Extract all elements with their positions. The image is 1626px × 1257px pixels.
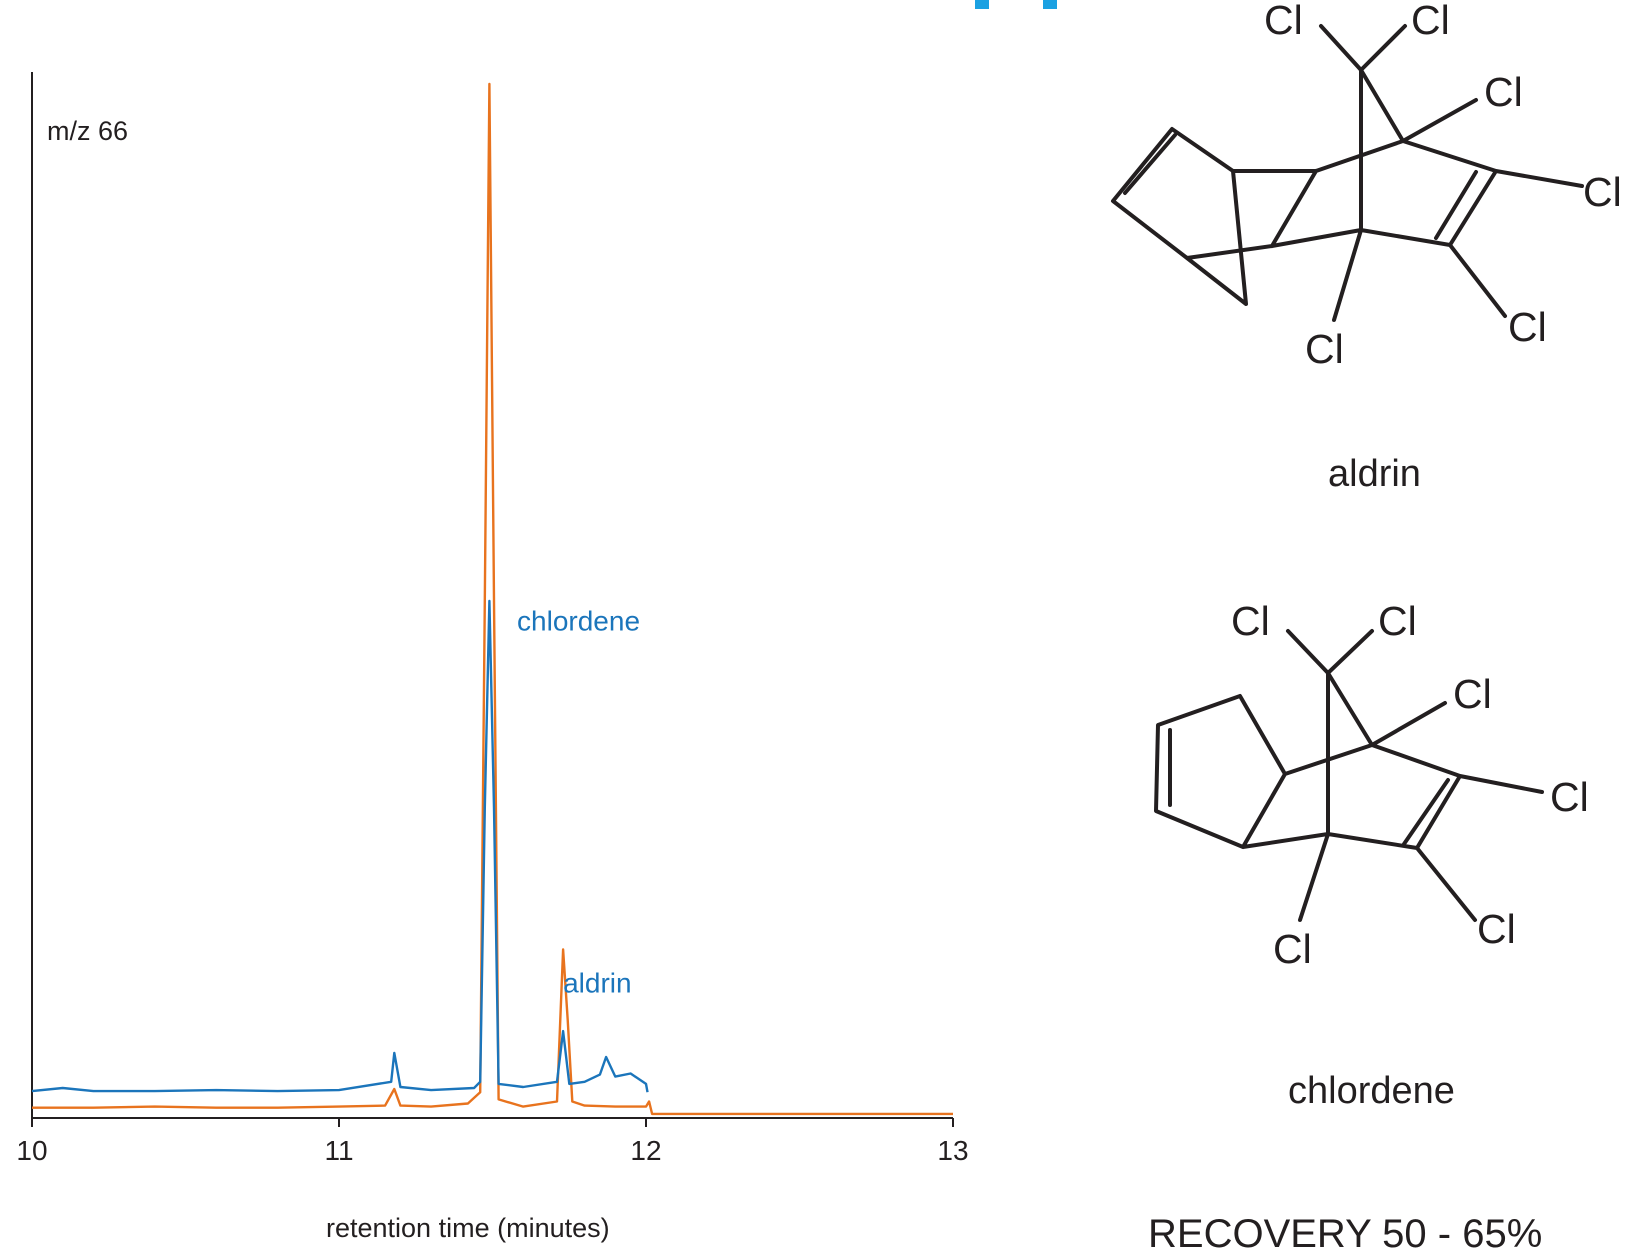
accent-mark-left: [975, 0, 989, 9]
peak-label-aldrin: aldrin: [563, 968, 631, 999]
x-axis-label: retention time (minutes): [326, 1213, 610, 1243]
aldrin-cl-label: Cl: [1508, 304, 1547, 350]
aldrin-cl-label: Cl: [1305, 326, 1344, 372]
x-tick-label: 11: [324, 1135, 353, 1166]
chlordene-bonds: [1154, 629, 1544, 922]
recovery-text: RECOVERY 50 - 65%: [1148, 1212, 1543, 1256]
aldrin-cl-label: Cl: [1583, 169, 1622, 215]
accent-marks: [975, 0, 1057, 9]
chromatogram-chart: 10 11 12 13 chlordene aldrin: [16, 72, 969, 1166]
chlordene-structure: [1154, 629, 1544, 922]
chlordene-cl-label: Cl: [1378, 598, 1417, 644]
chlordene-cl-label: Cl: [1550, 774, 1589, 820]
aldrin-structure: [1111, 24, 1584, 322]
aldrin-cl-label: Cl: [1264, 0, 1303, 43]
chlordene-name: chlordene: [1288, 1070, 1455, 1112]
aldrin-name: aldrin: [1328, 453, 1421, 495]
x-tick-label: 10: [16, 1135, 47, 1166]
aldrin-bonds: [1111, 24, 1584, 322]
series-line-orange: [32, 82, 953, 1116]
peak-label-chlordene: chlordene: [517, 606, 640, 637]
x-tick-label: 13: [937, 1135, 968, 1166]
x-tick-label: 12: [630, 1135, 661, 1166]
chlordene-cl-label: Cl: [1273, 926, 1312, 972]
aldrin-cl-label: Cl: [1411, 0, 1450, 43]
chlordene-cl-label: Cl: [1477, 906, 1516, 952]
chlordene-cl-label: Cl: [1453, 671, 1492, 717]
aldrin-cl-label: Cl: [1484, 69, 1523, 115]
accent-mark-right: [1043, 0, 1057, 9]
chlordene-cl-label: Cl: [1231, 598, 1270, 644]
series-line-blue: [31, 599, 649, 1093]
mz-annotation: m/z 66: [47, 116, 129, 146]
